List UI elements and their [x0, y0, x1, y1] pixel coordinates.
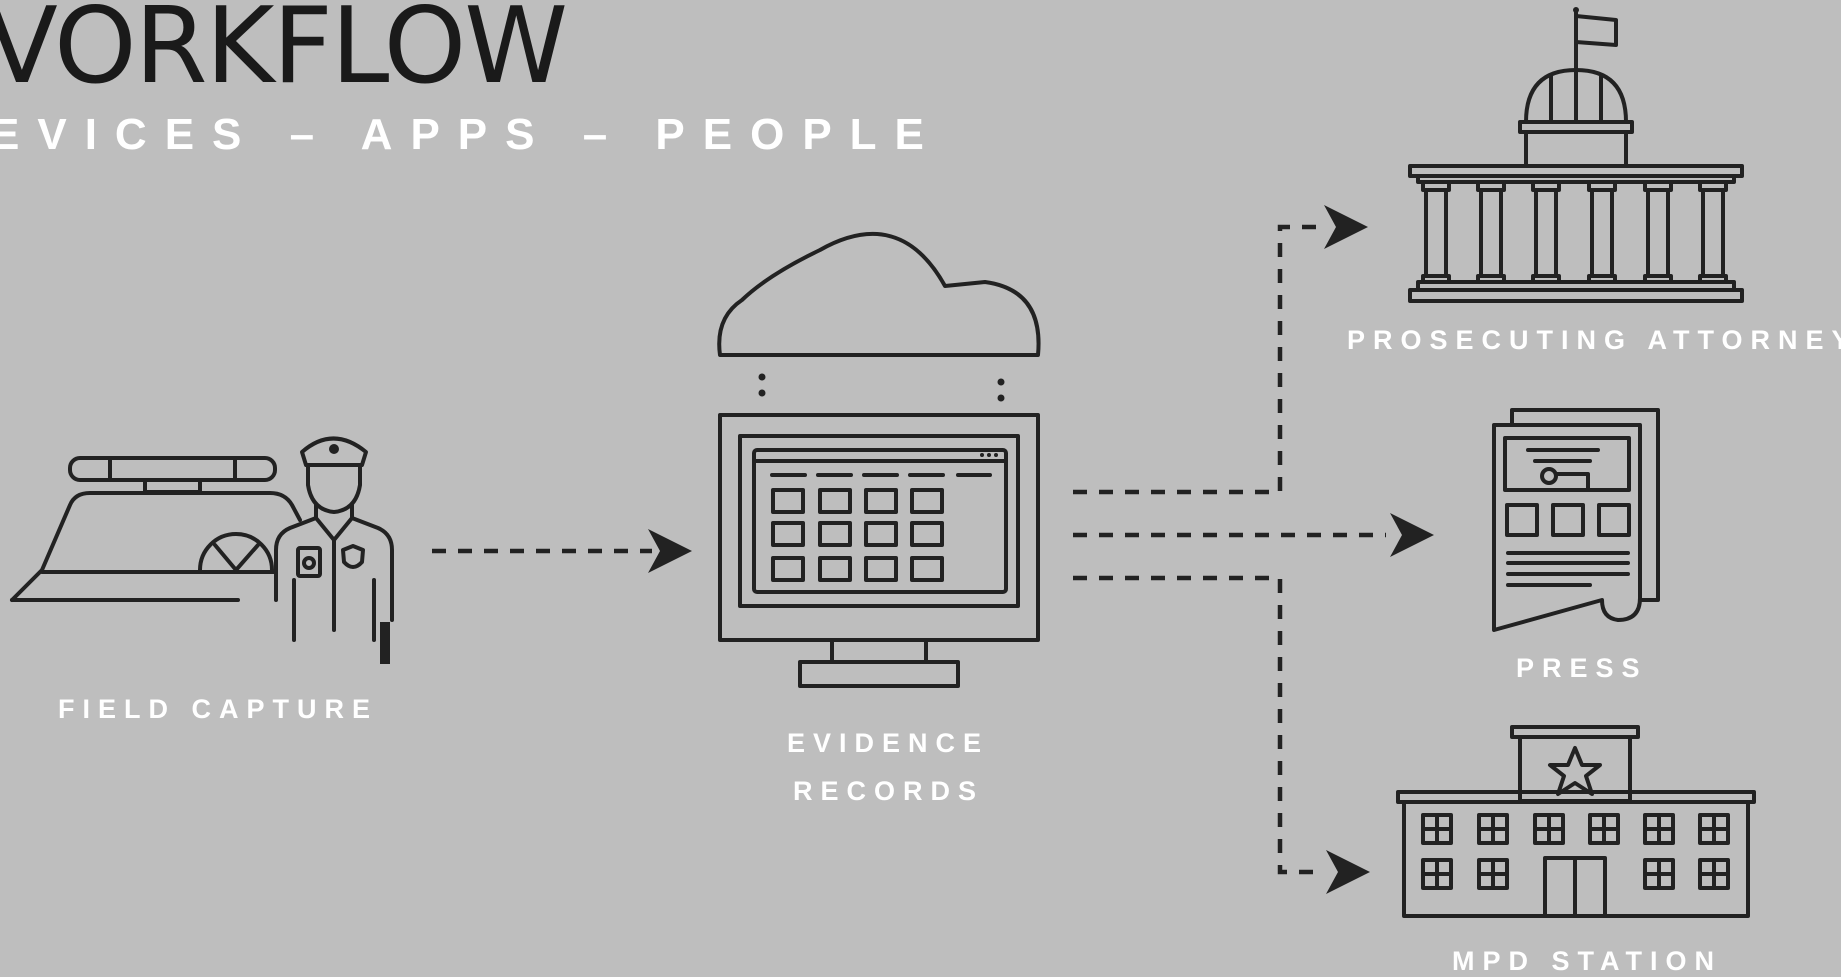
police-officer-icon — [274, 436, 394, 664]
page-title: VORKFLOW — [0, 0, 568, 107]
arrow-evidence-to-press — [1073, 513, 1434, 557]
police-car-icon — [10, 456, 302, 602]
arrow-evidence-to-attorney — [1073, 205, 1368, 495]
label-press: PRESS — [1516, 653, 1648, 683]
cloud-icon — [717, 232, 1041, 357]
newspaper-icon — [1492, 408, 1660, 632]
label-field-capture: FIELD CAPTURE — [58, 694, 378, 724]
connector-dots — [758, 373, 1005, 402]
label-prosecuting-attorney: PROSECUTING ATTORNEY — [1347, 325, 1841, 355]
courthouse-icon — [1408, 7, 1744, 303]
arrow-field-to-evidence — [432, 529, 692, 573]
monitor-icon — [718, 413, 1040, 688]
arrow-evidence-to-station — [1073, 575, 1370, 894]
police-station-icon — [1396, 725, 1756, 918]
label-mpd-station: MPD STATION — [1452, 946, 1722, 976]
page-subtitle: EVICES – APPS – PEOPLE — [0, 110, 942, 159]
label-records: RECORDS — [793, 776, 985, 806]
label-evidence: EVIDENCE — [787, 728, 990, 758]
